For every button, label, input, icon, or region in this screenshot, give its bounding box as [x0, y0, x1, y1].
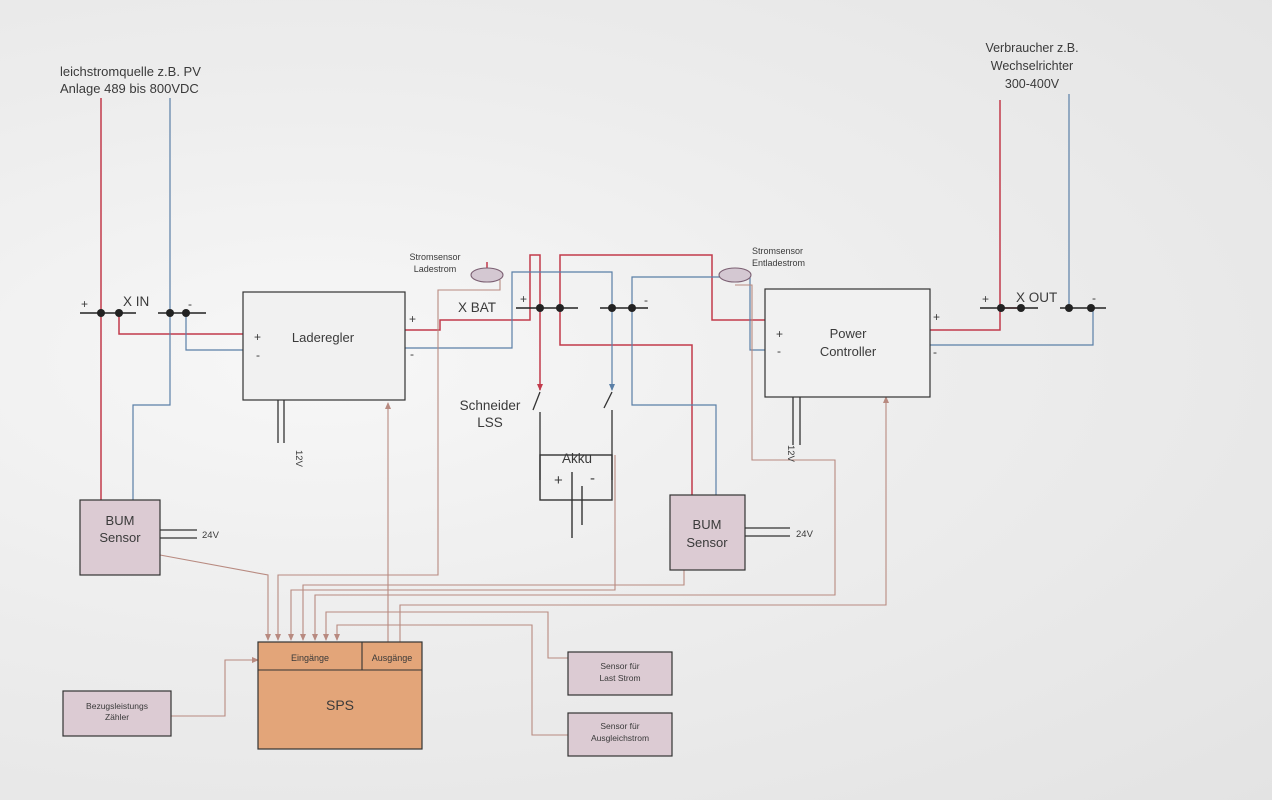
akku-minus: - — [590, 470, 595, 487]
stromsensor-lade-line1: Stromsensor — [409, 252, 460, 262]
wire-bat-plus-to-bum-right — [559, 308, 693, 495]
power-controller-out-plus: + — [933, 310, 940, 324]
signal-akku-area — [288, 455, 616, 641]
wire-consumer-plus — [999, 100, 1020, 309]
x-out-label: X OUT — [1016, 290, 1057, 305]
sensor-ausgleich-line1: Sensor für — [600, 721, 639, 731]
wire-xin-minus-to-bum-left — [132, 313, 171, 500]
x-in-label: X IN — [123, 294, 149, 309]
power-controller-minus: - — [777, 344, 781, 358]
power-controller-out-minus: - — [933, 345, 937, 359]
terminal-x-in — [80, 309, 206, 317]
sensor-ausgleichstrom-box — [567, 712, 673, 757]
wire-power-out-minus — [930, 308, 1094, 346]
consumer-label-line3: 300-400V — [1005, 77, 1060, 91]
bum-right-line1: BUM — [693, 517, 722, 532]
wire-bat-minus-to-bum-right — [631, 308, 717, 495]
terminal-x-bat — [516, 304, 648, 312]
laderegler-box — [242, 291, 406, 401]
laderegler-label: Laderegler — [292, 330, 355, 345]
consumer-label-line2: Wechselrichter — [991, 59, 1073, 73]
akku-label: Akku — [562, 451, 592, 466]
x-in-minus: - — [188, 297, 192, 311]
bum-left-line2: Sensor — [99, 530, 141, 545]
signal-bum-right — [300, 570, 685, 641]
power-controller-line2: Controller — [820, 344, 877, 359]
schneider-line2: LSS — [477, 415, 503, 430]
signal-stromsensor-entlade — [312, 284, 836, 641]
bezugsleistungs-zaehler-box — [62, 690, 172, 737]
stromsensor-lade-line2: Ladestrom — [414, 264, 457, 274]
schneider-line1: Schneider — [460, 398, 521, 413]
wire-laderegler-out-plus — [405, 308, 531, 331]
wire-laderegler-out-minus — [405, 271, 613, 349]
source-label-line1: leichstromquelle z.B. PV — [60, 64, 201, 79]
wire-bat-plus-to-power — [559, 254, 770, 321]
sensor-last-strom-box — [567, 651, 673, 696]
sps-box — [257, 641, 423, 750]
laderegler-out-plus: + — [409, 312, 416, 326]
signal-stromsensor-lade — [275, 280, 501, 641]
wire-xin-to-laderegler-plus — [118, 313, 243, 335]
x-out-minus: - — [1092, 291, 1096, 305]
bum-right-voltage: 24V — [796, 529, 814, 540]
sps-label: SPS — [326, 697, 354, 713]
sps-outputs-label: Ausgänge — [372, 653, 413, 663]
bezug-line2: Zähler — [105, 712, 129, 722]
signal-bum-left — [159, 554, 271, 641]
bum-left-line1: BUM — [106, 513, 135, 528]
positive-wires — [100, 98, 1020, 500]
power-controller-voltage: 12V — [785, 445, 796, 463]
terminal-x-out — [980, 304, 1106, 312]
sensor-last-line1: Sensor für — [600, 661, 639, 671]
power-controller-box — [764, 288, 931, 398]
signal-out-to-power — [399, 396, 889, 642]
sensor-ausgleich-line2: Ausgleichstrom — [591, 733, 649, 743]
x-out-plus: + — [982, 292, 989, 306]
x-in-plus: + — [81, 297, 88, 311]
stromsensor-ladestrom-icon — [470, 267, 504, 283]
wire-xin-minus-to-laderegler — [185, 313, 243, 351]
akku-battery-icon — [539, 454, 613, 538]
x-bat-plus: + — [520, 292, 527, 306]
bezug-line1: Bezugsleistungs — [86, 701, 148, 711]
laderegler-plus: + — [254, 330, 261, 344]
stromsensor-entladestrom-icon — [718, 267, 752, 283]
akku-plus: + — [554, 472, 563, 489]
signal-bezug-zaehler — [171, 657, 259, 717]
negative-wires — [132, 94, 1094, 500]
laderegler-voltage: 12V — [293, 450, 304, 468]
power-controller-line1: Power — [830, 326, 868, 341]
signal-sensor-ausgleich — [334, 624, 568, 736]
x-bat-minus: - — [644, 293, 648, 307]
stromsensor-entlade-line2: Entladestrom — [752, 258, 805, 268]
sensor-last-line2: Last Strom — [599, 673, 640, 683]
power-controller-plus: + — [776, 327, 783, 341]
laderegler-minus: - — [256, 348, 260, 362]
bum-left-voltage: 24V — [202, 530, 220, 541]
wire-bat-minus-to-power — [631, 276, 770, 351]
laderegler-out-minus: - — [410, 347, 414, 361]
consumer-label-line1: Verbraucher z.B. — [985, 41, 1078, 55]
source-label-line2: Anlage 489 bis 800VDC — [60, 81, 199, 96]
wire-power-out-plus — [930, 308, 1001, 331]
x-bat-label: X BAT — [458, 300, 496, 315]
schneider-lss-switch-icon — [532, 391, 613, 480]
bum-sensor-left-box — [79, 499, 161, 576]
wire-bat-plus-to-schneider — [529, 254, 543, 391]
supply-lines — [160, 397, 801, 539]
sps-inputs-label: Eingänge — [291, 653, 329, 663]
signal-sensor-last — [323, 611, 568, 659]
signal-wires — [159, 280, 889, 736]
bum-right-line2: Sensor — [686, 535, 728, 550]
bum-sensor-right-box — [669, 494, 746, 571]
stromsensor-entlade-line1: Stromsensor — [752, 246, 803, 256]
